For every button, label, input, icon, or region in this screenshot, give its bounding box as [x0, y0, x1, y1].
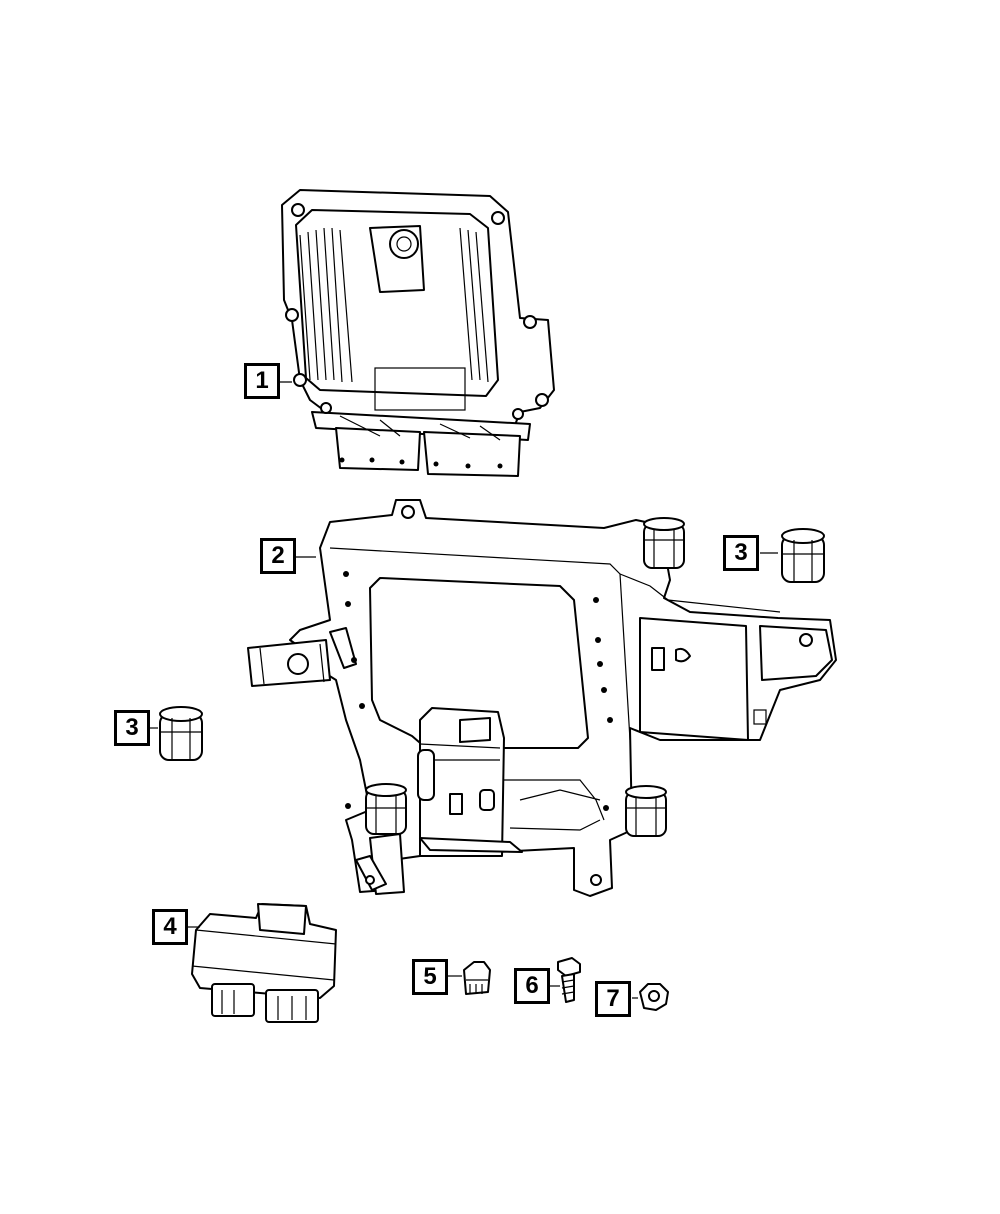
callout-5-label: 5: [423, 963, 437, 990]
grommet-clip-icon[interactable]: [150, 706, 203, 761]
callout-4-label: 4: [163, 913, 177, 940]
callout-3-lower[interactable]: 3: [114, 710, 150, 746]
callout-7[interactable]: 7: [595, 981, 631, 1017]
push-nut-icon[interactable]: [448, 961, 491, 995]
callout-1[interactable]: 1: [244, 363, 280, 399]
callout-4[interactable]: 4: [152, 909, 188, 945]
callout-3-lower-label: 3: [125, 714, 139, 741]
callout-7-label: 7: [606, 985, 620, 1012]
grommet-clip-icon[interactable]: [760, 528, 825, 583]
callout-3-upper-label: 3: [734, 539, 748, 566]
callout-6[interactable]: 6: [514, 968, 550, 1004]
bracket-grommet-left-icon: [365, 783, 407, 835]
mounting-bracket-icon[interactable]: [247, 499, 837, 897]
bracket-grommet-top-right-icon: [643, 517, 685, 569]
callout-5[interactable]: 5: [412, 959, 448, 995]
callout-2-label: 2: [271, 542, 285, 569]
bolt-icon[interactable]: [550, 957, 581, 1003]
callout-6-label: 6: [525, 972, 539, 999]
callout-3-upper[interactable]: 3: [723, 535, 759, 571]
callout-2[interactable]: 2: [260, 538, 296, 574]
engine-control-module-icon[interactable]: [272, 189, 555, 477]
callout-1-label: 1: [255, 367, 269, 394]
bracket-grommet-right-icon: [625, 785, 667, 837]
relay-module-icon[interactable]: [188, 903, 337, 1023]
hex-nut-icon[interactable]: [632, 983, 669, 1011]
